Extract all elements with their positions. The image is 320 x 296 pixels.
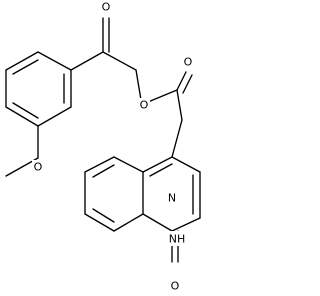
amide-oxygen-label: O — [169, 279, 181, 293]
ring-nh-label: NH — [165, 231, 189, 246]
phthalazinone-ring-system — [84, 156, 201, 263]
ester-oxygen-label: O — [138, 98, 150, 112]
methoxyphenyl-ring — [5, 51, 72, 127]
svg-text:O: O — [184, 56, 193, 69]
acyl-ester-chain — [70, 17, 193, 158]
svg-text:N: N — [168, 192, 176, 205]
atom-labels: O O O O N NH O — [32, 0, 194, 293]
svg-text:NH: NH — [169, 233, 186, 246]
svg-text:O: O — [102, 1, 111, 14]
methoxy-oxygen-label: O — [32, 160, 44, 174]
carbonyl-oxygen-label: O — [182, 55, 194, 69]
svg-text:O: O — [171, 280, 180, 293]
svg-text:O: O — [34, 161, 43, 174]
svg-text:O: O — [140, 99, 149, 112]
ketone-oxygen-label: O — [100, 0, 112, 14]
ring-nitrogen-label: N — [166, 190, 179, 205]
chemical-structure: O O O O N NH O — [5, 0, 201, 293]
